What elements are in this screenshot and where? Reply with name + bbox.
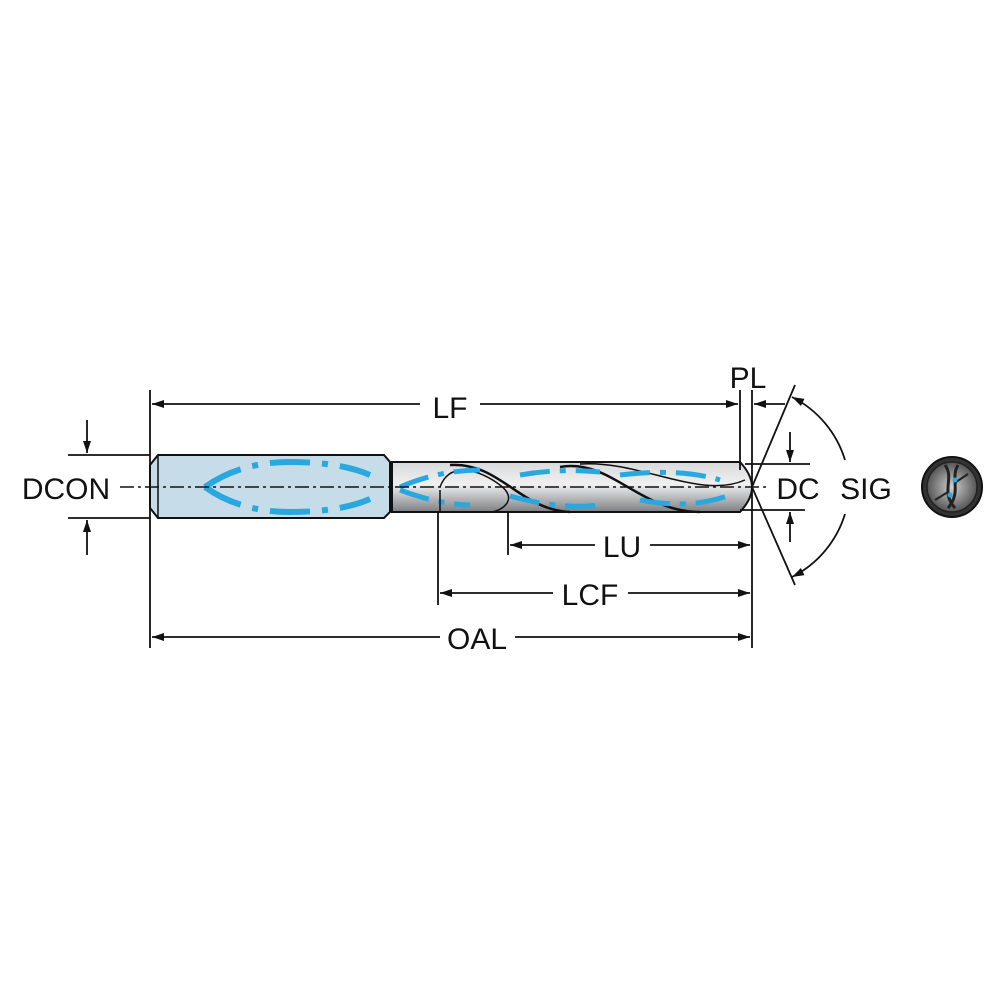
label-dcon: DCON: [22, 473, 110, 506]
label-lf: LF: [432, 392, 467, 425]
drill-end-view: [921, 456, 983, 518]
label-oal: OAL: [447, 623, 507, 656]
extension-lines: [68, 384, 810, 648]
label-dc: DC: [776, 473, 819, 506]
dimension-arrows: [83, 396, 846, 641]
label-pl: PL: [730, 362, 767, 395]
label-lu: LU: [603, 531, 641, 564]
label-lcf: LCF: [562, 579, 619, 612]
label-sig: SIG: [840, 473, 892, 506]
